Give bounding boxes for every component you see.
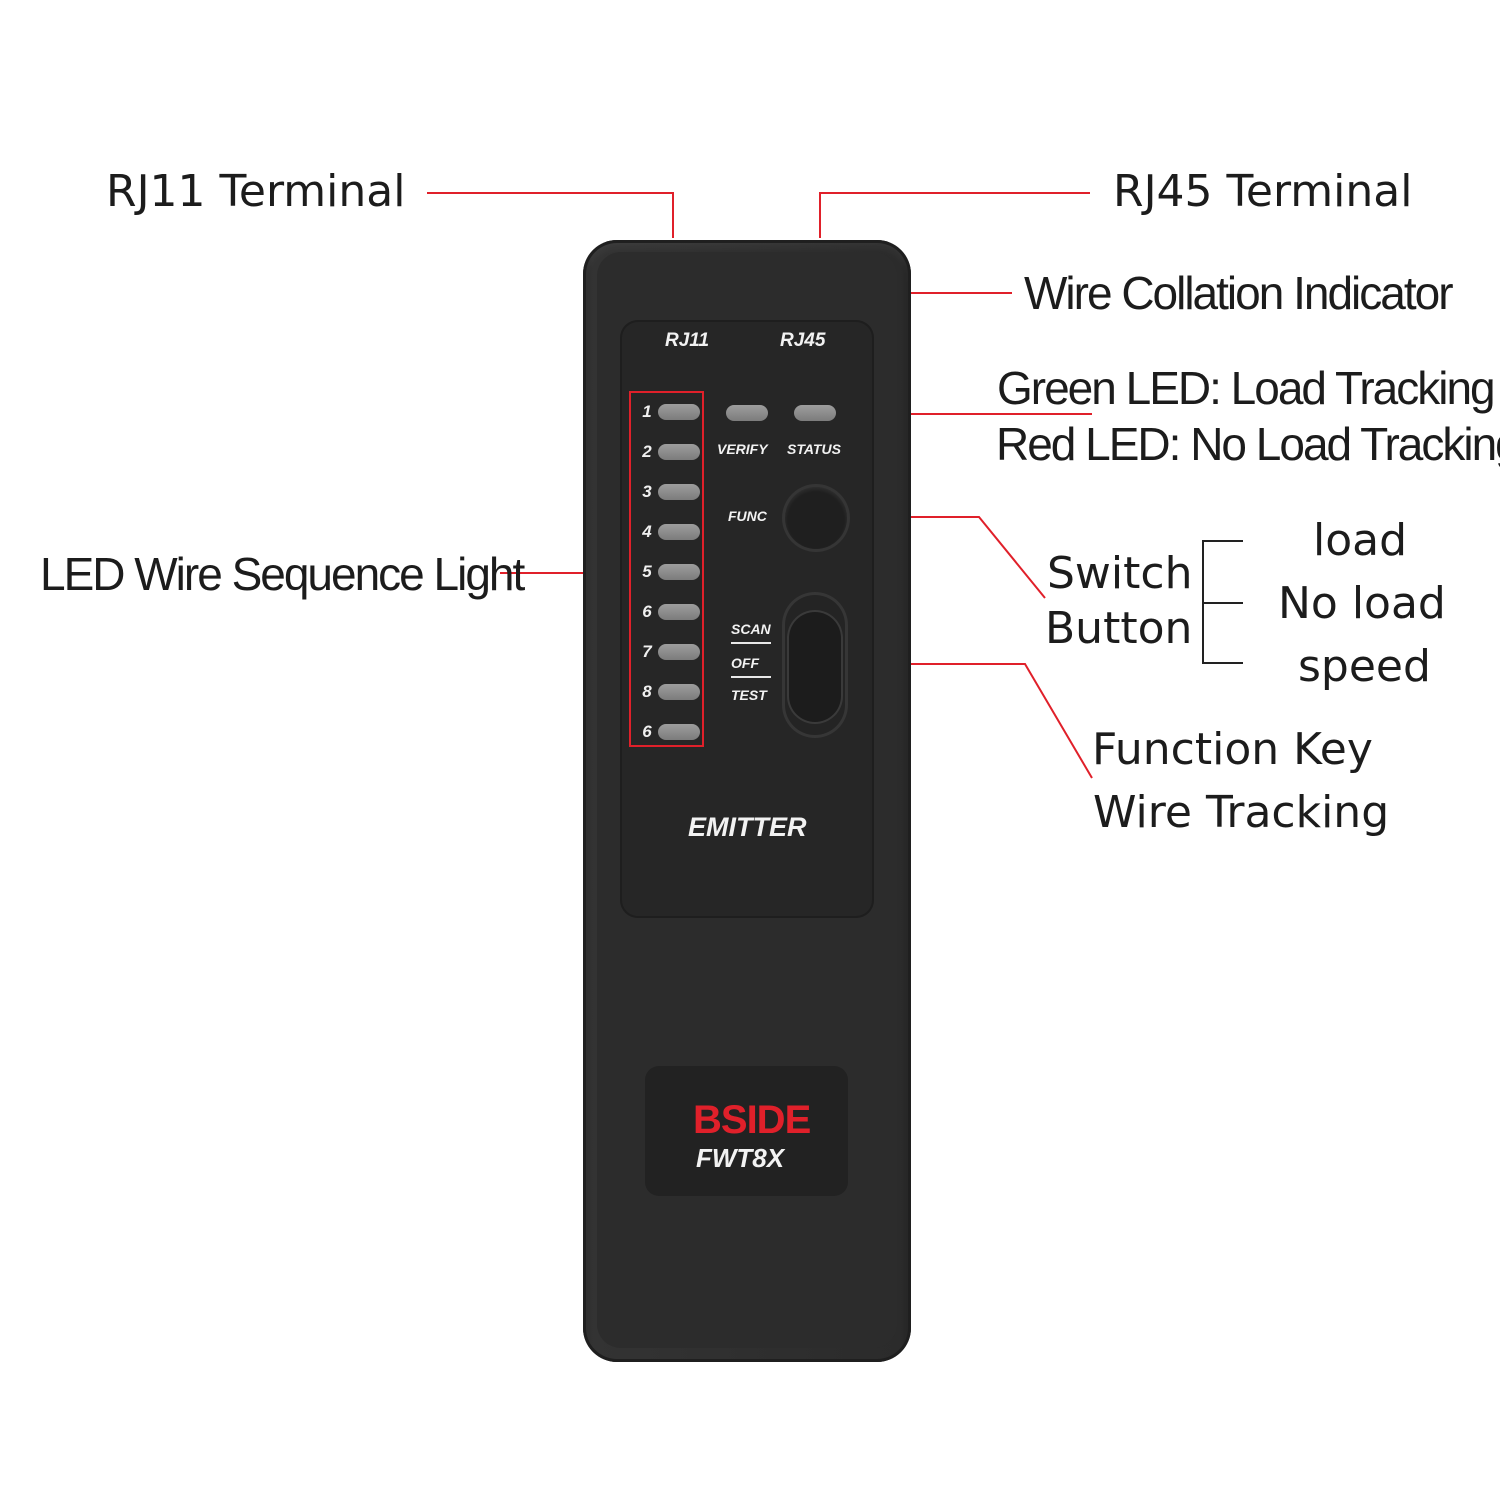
led-sequence-label: LED Wire Sequence Light (40, 548, 525, 600)
slider-divider (731, 676, 771, 678)
status-label: STATUS (787, 441, 841, 457)
mode-no-load-label: No load (1278, 578, 1446, 629)
red-led-label: Red LED: No Load Tracking (996, 418, 1500, 470)
led-number: 7 (642, 642, 652, 661)
verify-label: VERIFY (717, 441, 768, 457)
verify-led (726, 405, 768, 421)
wire-led (658, 484, 700, 500)
test-label: TEST (731, 687, 767, 703)
led-sequence-highlight-frame (629, 391, 704, 747)
func-button[interactable] (785, 487, 847, 549)
wire-led (658, 644, 700, 660)
mode-slider-knob[interactable] (789, 612, 841, 722)
function-key-label: Function Key (1092, 724, 1373, 775)
wire-led (658, 444, 700, 460)
wire-led (658, 404, 700, 420)
off-label: OFF (731, 655, 759, 671)
rj45-port-label: RJ45 (780, 330, 826, 351)
scan-label: SCAN (731, 621, 771, 637)
rj45-leader-line (819, 192, 1090, 238)
func-label: FUNC (728, 508, 767, 524)
wire-led (658, 724, 700, 740)
led-number: 8 (642, 682, 652, 701)
green-led-label: Green LED: Load Tracking (997, 362, 1496, 414)
brand-logo: BSIDE (693, 1098, 811, 1142)
wire-tracking-label: Wire Tracking (1093, 787, 1390, 838)
wire-collation-label: Wire Collation Indicator (1024, 267, 1454, 319)
wire-led (658, 564, 700, 580)
led-number: 6 (642, 602, 652, 621)
wire-led (658, 604, 700, 620)
mode-speed-label: speed (1298, 641, 1431, 692)
wire-led (658, 684, 700, 700)
button-label: Button (1045, 603, 1193, 654)
brand-plate (645, 1066, 848, 1196)
rj11-port-label: RJ11 (665, 330, 710, 351)
led-number: 1 (642, 402, 652, 421)
emitter-label: EMITTER (688, 812, 807, 842)
rj11-leader-line (427, 192, 674, 238)
slider-divider (731, 642, 771, 644)
led-number: 2 (642, 442, 652, 461)
led-number: 5 (642, 562, 652, 581)
mode-load-label: load (1313, 515, 1408, 566)
led-number: 3 (642, 482, 652, 501)
led-number: 4 (642, 522, 652, 541)
status-led (794, 405, 836, 421)
rj11-terminal-label: RJ11 Terminal (106, 166, 406, 217)
wire-led (658, 524, 700, 540)
rj45-terminal-label: RJ45 Terminal (1113, 166, 1413, 217)
led-number: 6 (642, 722, 652, 741)
model-label: FWT8X (696, 1143, 785, 1173)
switch-label: Switch (1047, 548, 1193, 599)
